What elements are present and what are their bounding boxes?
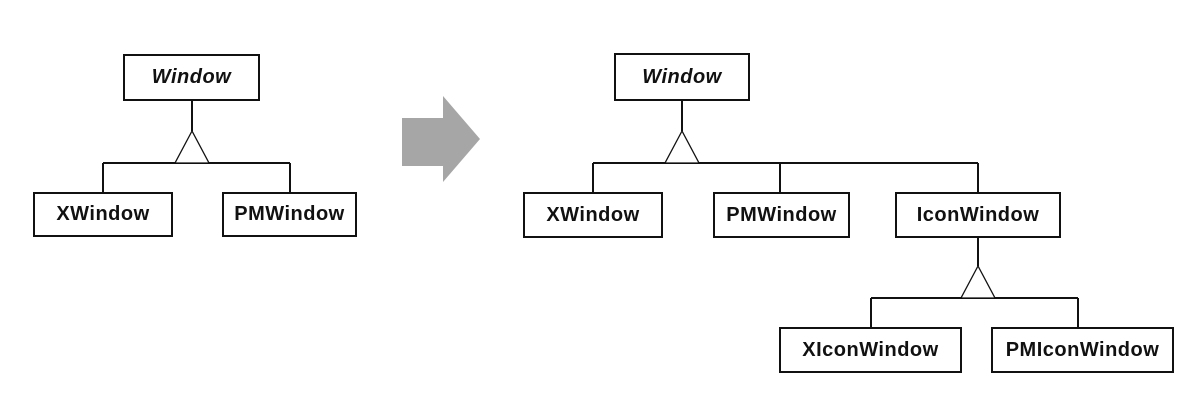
- transform-arrow-icon: [402, 96, 480, 182]
- class-box-pmwindow-before: PMWindow: [222, 192, 357, 237]
- class-box-pmwindow-after: PMWindow: [713, 192, 850, 238]
- class-box-xwindow-before: XWindow: [33, 192, 173, 237]
- after-tree-connectors: [592, 101, 979, 193]
- inheritance-triangle-icon: [663, 129, 701, 164]
- class-box-xiconwindow: XIconWindow: [779, 327, 962, 373]
- class-box-window-after: Window: [614, 53, 750, 101]
- class-box-pmiconwindow: PMIconWindow: [991, 327, 1174, 373]
- inheritance-triangle-icon: [173, 129, 211, 164]
- class-box-iconwindow: IconWindow: [895, 192, 1061, 238]
- class-box-xwindow-after: XWindow: [523, 192, 663, 238]
- class-box-window-before: Window: [123, 54, 260, 101]
- inheritance-triangle-icon: [959, 264, 997, 299]
